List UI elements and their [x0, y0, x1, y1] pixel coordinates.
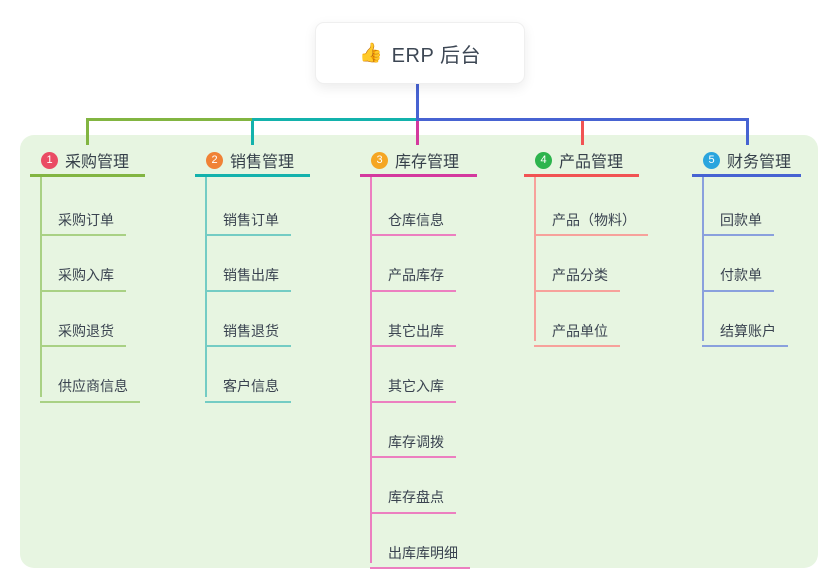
leaf-label: 供应商信息: [58, 378, 128, 395]
leaf-label: 回款单: [720, 211, 762, 228]
leaf-label: 产品单位: [552, 322, 608, 339]
branch-1-child-connector: [40, 177, 42, 397]
leaf-node[interactable]: 销售出库: [205, 254, 291, 292]
leaf-node[interactable]: 付款单: [702, 254, 774, 292]
leaf-node[interactable]: 库存盘点: [370, 476, 456, 514]
leaf-label: 库存盘点: [388, 489, 444, 506]
leaf-node[interactable]: 采购退货: [40, 309, 126, 347]
branch-2-child-connector: [205, 177, 207, 397]
branch-title: 采购管理: [65, 154, 130, 171]
leaf-node[interactable]: 采购订单: [40, 198, 126, 236]
leaf-node[interactable]: 仓库信息: [370, 198, 456, 236]
leaf-label: 采购订单: [58, 211, 114, 228]
leaf-label: 产品（物料）: [552, 211, 636, 228]
leaf-node[interactable]: 库存调拨: [370, 420, 456, 458]
branch-4-number-badge: 4: [535, 151, 552, 169]
branches-panel: [20, 135, 818, 568]
leaf-label: 仓库信息: [388, 211, 444, 228]
branch-5-drop-line: [745, 120, 749, 145]
leaf-node[interactable]: 客户信息: [205, 365, 291, 403]
leaf-node[interactable]: 产品（物料）: [534, 198, 648, 236]
branch-2-number-badge: 2: [206, 151, 223, 169]
branch-3-child-connector: [370, 177, 372, 563]
branch-title: 财务管理: [727, 154, 792, 171]
root-title: ERP 后台: [391, 44, 481, 67]
leaf-label: 产品库存: [388, 267, 444, 284]
root-node[interactable]: 👍 ERP 后台: [315, 22, 525, 84]
branch-3-number-badge: 3: [371, 151, 388, 169]
leaf-label: 结算账户: [720, 322, 776, 339]
branch-1-drop-line: [85, 120, 89, 145]
leaf-node[interactable]: 采购入库: [40, 254, 126, 292]
leaf-label: 库存调拨: [388, 433, 444, 450]
branch-node-4[interactable]: 4 产品管理: [524, 146, 639, 177]
branch-5-child-connector: [702, 177, 704, 341]
branch-4-child-connector: [534, 177, 536, 341]
branch-4-drop-line: [580, 120, 584, 145]
leaf-label: 采购入库: [58, 267, 114, 284]
leaf-node[interactable]: 供应商信息: [40, 365, 140, 403]
leaf-label: 其它入库: [388, 378, 444, 395]
branch-2-drop-line: [250, 120, 254, 145]
leaf-label: 其它出库: [388, 322, 444, 339]
rail-segment-green: [85, 118, 252, 121]
branch-node-5[interactable]: 5 财务管理: [692, 146, 801, 177]
leaf-node[interactable]: 其它出库: [370, 309, 456, 347]
leaf-label: 付款单: [720, 267, 762, 284]
leaf-node[interactable]: 结算账户: [702, 309, 788, 347]
leaf-node[interactable]: 销售订单: [205, 198, 291, 236]
branch-3-drop-line: [415, 120, 419, 145]
leaf-label: 产品分类: [552, 267, 608, 284]
leaf-label: 销售出库: [223, 267, 279, 284]
rail-segment-blue: [417, 118, 749, 121]
branch-1-number-badge: 1: [41, 151, 58, 169]
thumbs-up-icon: 👍: [359, 42, 383, 64]
leaf-node[interactable]: 产品库存: [370, 254, 456, 292]
leaf-node[interactable]: 其它入库: [370, 365, 456, 403]
leaf-node[interactable]: 回款单: [702, 198, 774, 236]
leaf-node[interactable]: 销售退货: [205, 309, 291, 347]
leaf-label: 出库库明细: [388, 544, 458, 561]
leaf-label: 销售订单: [223, 211, 279, 228]
branch-node-3[interactable]: 3 库存管理: [360, 146, 477, 177]
root-drop-line: [415, 82, 419, 121]
leaf-node[interactable]: 产品分类: [534, 254, 620, 292]
rail-segment-teal: [252, 118, 417, 121]
branch-node-1[interactable]: 1 采购管理: [30, 146, 145, 177]
branch-title: 销售管理: [230, 154, 295, 171]
branch-5-number-badge: 5: [703, 151, 720, 169]
branch-title: 产品管理: [559, 154, 624, 171]
leaf-label: 客户信息: [223, 378, 279, 395]
leaf-label: 销售退货: [223, 322, 279, 339]
leaf-node[interactable]: 出库库明细: [370, 531, 470, 569]
branch-title: 库存管理: [395, 154, 460, 171]
branch-node-2[interactable]: 2 销售管理: [195, 146, 310, 177]
leaf-node[interactable]: 产品单位: [534, 309, 620, 347]
leaf-label: 采购退货: [58, 322, 114, 339]
